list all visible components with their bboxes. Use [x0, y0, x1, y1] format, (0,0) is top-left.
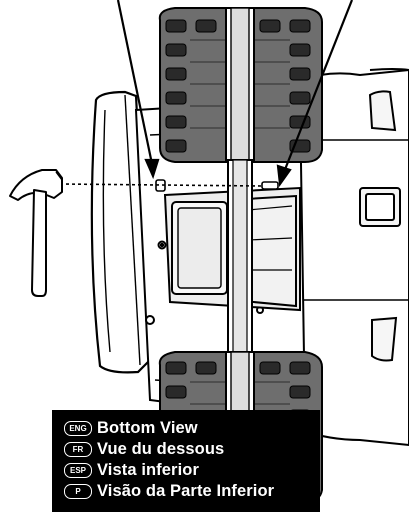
caption-text-english: Bottom View — [97, 419, 198, 437]
pin-icon — [155, 179, 279, 192]
front-bumper — [90, 90, 152, 374]
language-badge-esp: ESP — [64, 463, 92, 478]
caption-text-spanish: Vista inferior — [97, 461, 199, 479]
pointer-line-icon — [276, 0, 354, 187]
caption-text-portuguese: Visão da Parte Inferior — [97, 482, 275, 500]
language-badge-p: P — [64, 484, 92, 499]
language-badge-fr: FR — [64, 442, 92, 457]
axle — [227, 159, 253, 371]
vehicle-body — [299, 68, 409, 447]
caption-line-english: ENG Bottom View — [64, 418, 320, 439]
caption-text-french: Vue du dessous — [97, 440, 225, 458]
caption-line-portuguese: P Visão da Parte Inferior — [64, 481, 320, 502]
pointer-line-icon — [116, 0, 160, 180]
language-badge-eng: ENG — [64, 421, 92, 436]
caption-line-french: FR Vue du dessous — [64, 439, 320, 460]
hammer-icon — [9, 169, 63, 297]
caption-line-spanish: ESP Vista inferior — [64, 460, 320, 481]
wheel-icon — [158, 7, 323, 163]
view-caption: ENG Bottom View FR Vue du dessous ESP Vi… — [52, 410, 320, 512]
dotted-guide-line — [59, 183, 263, 187]
